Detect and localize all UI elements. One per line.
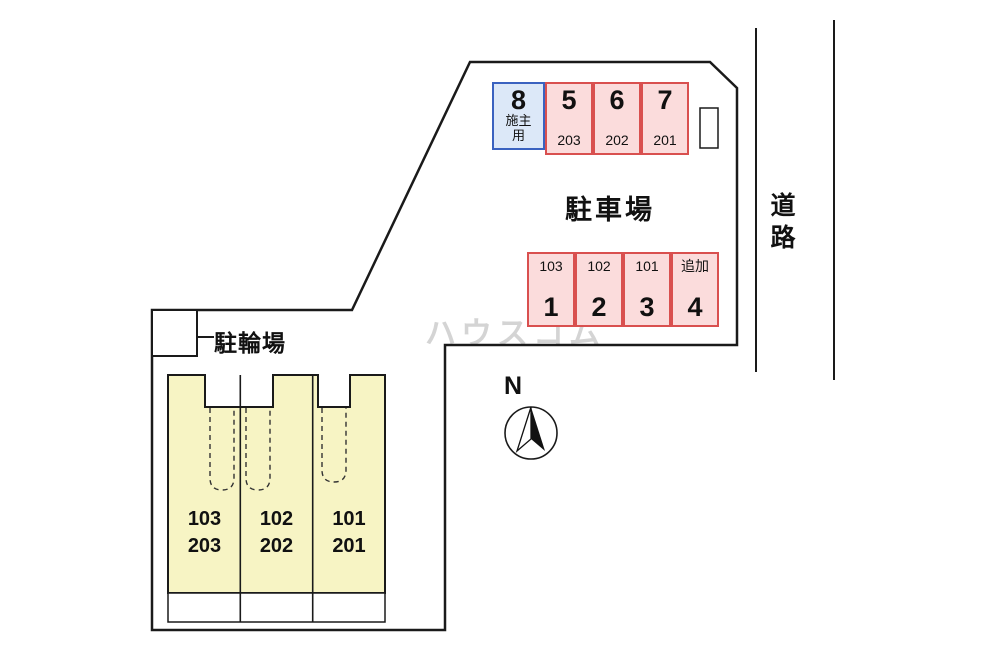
- unit-label-101-201: 101 201: [313, 506, 385, 560]
- bicycle-parking-area: [151, 309, 198, 357]
- property-outline: [150, 60, 739, 632]
- balcony-strip: [167, 592, 386, 623]
- unit-label-103-203: 103 203: [169, 506, 240, 560]
- bicycle-parking-label: 駐輪場: [214, 330, 286, 356]
- stairs-dashed-unit3: [321, 408, 347, 483]
- space-sub-label: 201: [653, 131, 677, 148]
- space-sub-label: 103: [539, 258, 563, 274]
- unit-number-lower: 203: [187, 535, 222, 557]
- unit-number-lower: 201: [332, 535, 366, 557]
- parking-space-7: 7 201: [641, 82, 689, 155]
- parking-space-6: 6 202: [593, 82, 641, 155]
- parking-space-8: 8 施主用: [492, 82, 545, 150]
- unit-number-upper: 102: [259, 508, 294, 530]
- parking-space-3: 101 3: [623, 252, 671, 327]
- parking-lot-label: 駐車場: [565, 195, 655, 225]
- space-number: 8: [510, 85, 527, 115]
- parking-space-1: 103 1: [527, 252, 575, 327]
- utility-box: [699, 107, 719, 149]
- unit-label-102-202: 102 202: [241, 506, 312, 560]
- stairs-dashed-unit2: [245, 408, 271, 491]
- space-number: 3: [639, 292, 655, 322]
- space-sub-label: 202: [605, 131, 629, 148]
- space-number: 4: [687, 292, 703, 322]
- parking-space-5: 5 203: [545, 82, 593, 155]
- road-label: 道路: [767, 192, 795, 256]
- space-sub-label: 203: [557, 131, 581, 148]
- compass-needle-light: [515, 406, 532, 453]
- space-sub-label: 102: [587, 258, 611, 274]
- space-number: 1: [543, 292, 559, 322]
- unit-number-upper: 101: [332, 508, 366, 530]
- space-number: 6: [609, 85, 625, 115]
- space-sub-label: 追加: [681, 258, 709, 274]
- compass-needle-dark: [531, 407, 545, 451]
- unit-number-upper: 103: [187, 508, 222, 530]
- space-number: 5: [561, 85, 577, 115]
- space-number: 7: [657, 85, 673, 115]
- stairs-dashed-unit1: [209, 408, 235, 491]
- unit-number-lower: 202: [259, 535, 294, 557]
- space-sub-label: 施主用: [505, 113, 532, 143]
- parking-space-4: 追加 4: [671, 252, 719, 327]
- parking-space-2: 102 2: [575, 252, 623, 327]
- space-sub-label: 101: [635, 258, 659, 274]
- building-outline: [167, 374, 386, 594]
- space-number: 2: [591, 292, 607, 322]
- compass-north-label: N: [504, 372, 523, 400]
